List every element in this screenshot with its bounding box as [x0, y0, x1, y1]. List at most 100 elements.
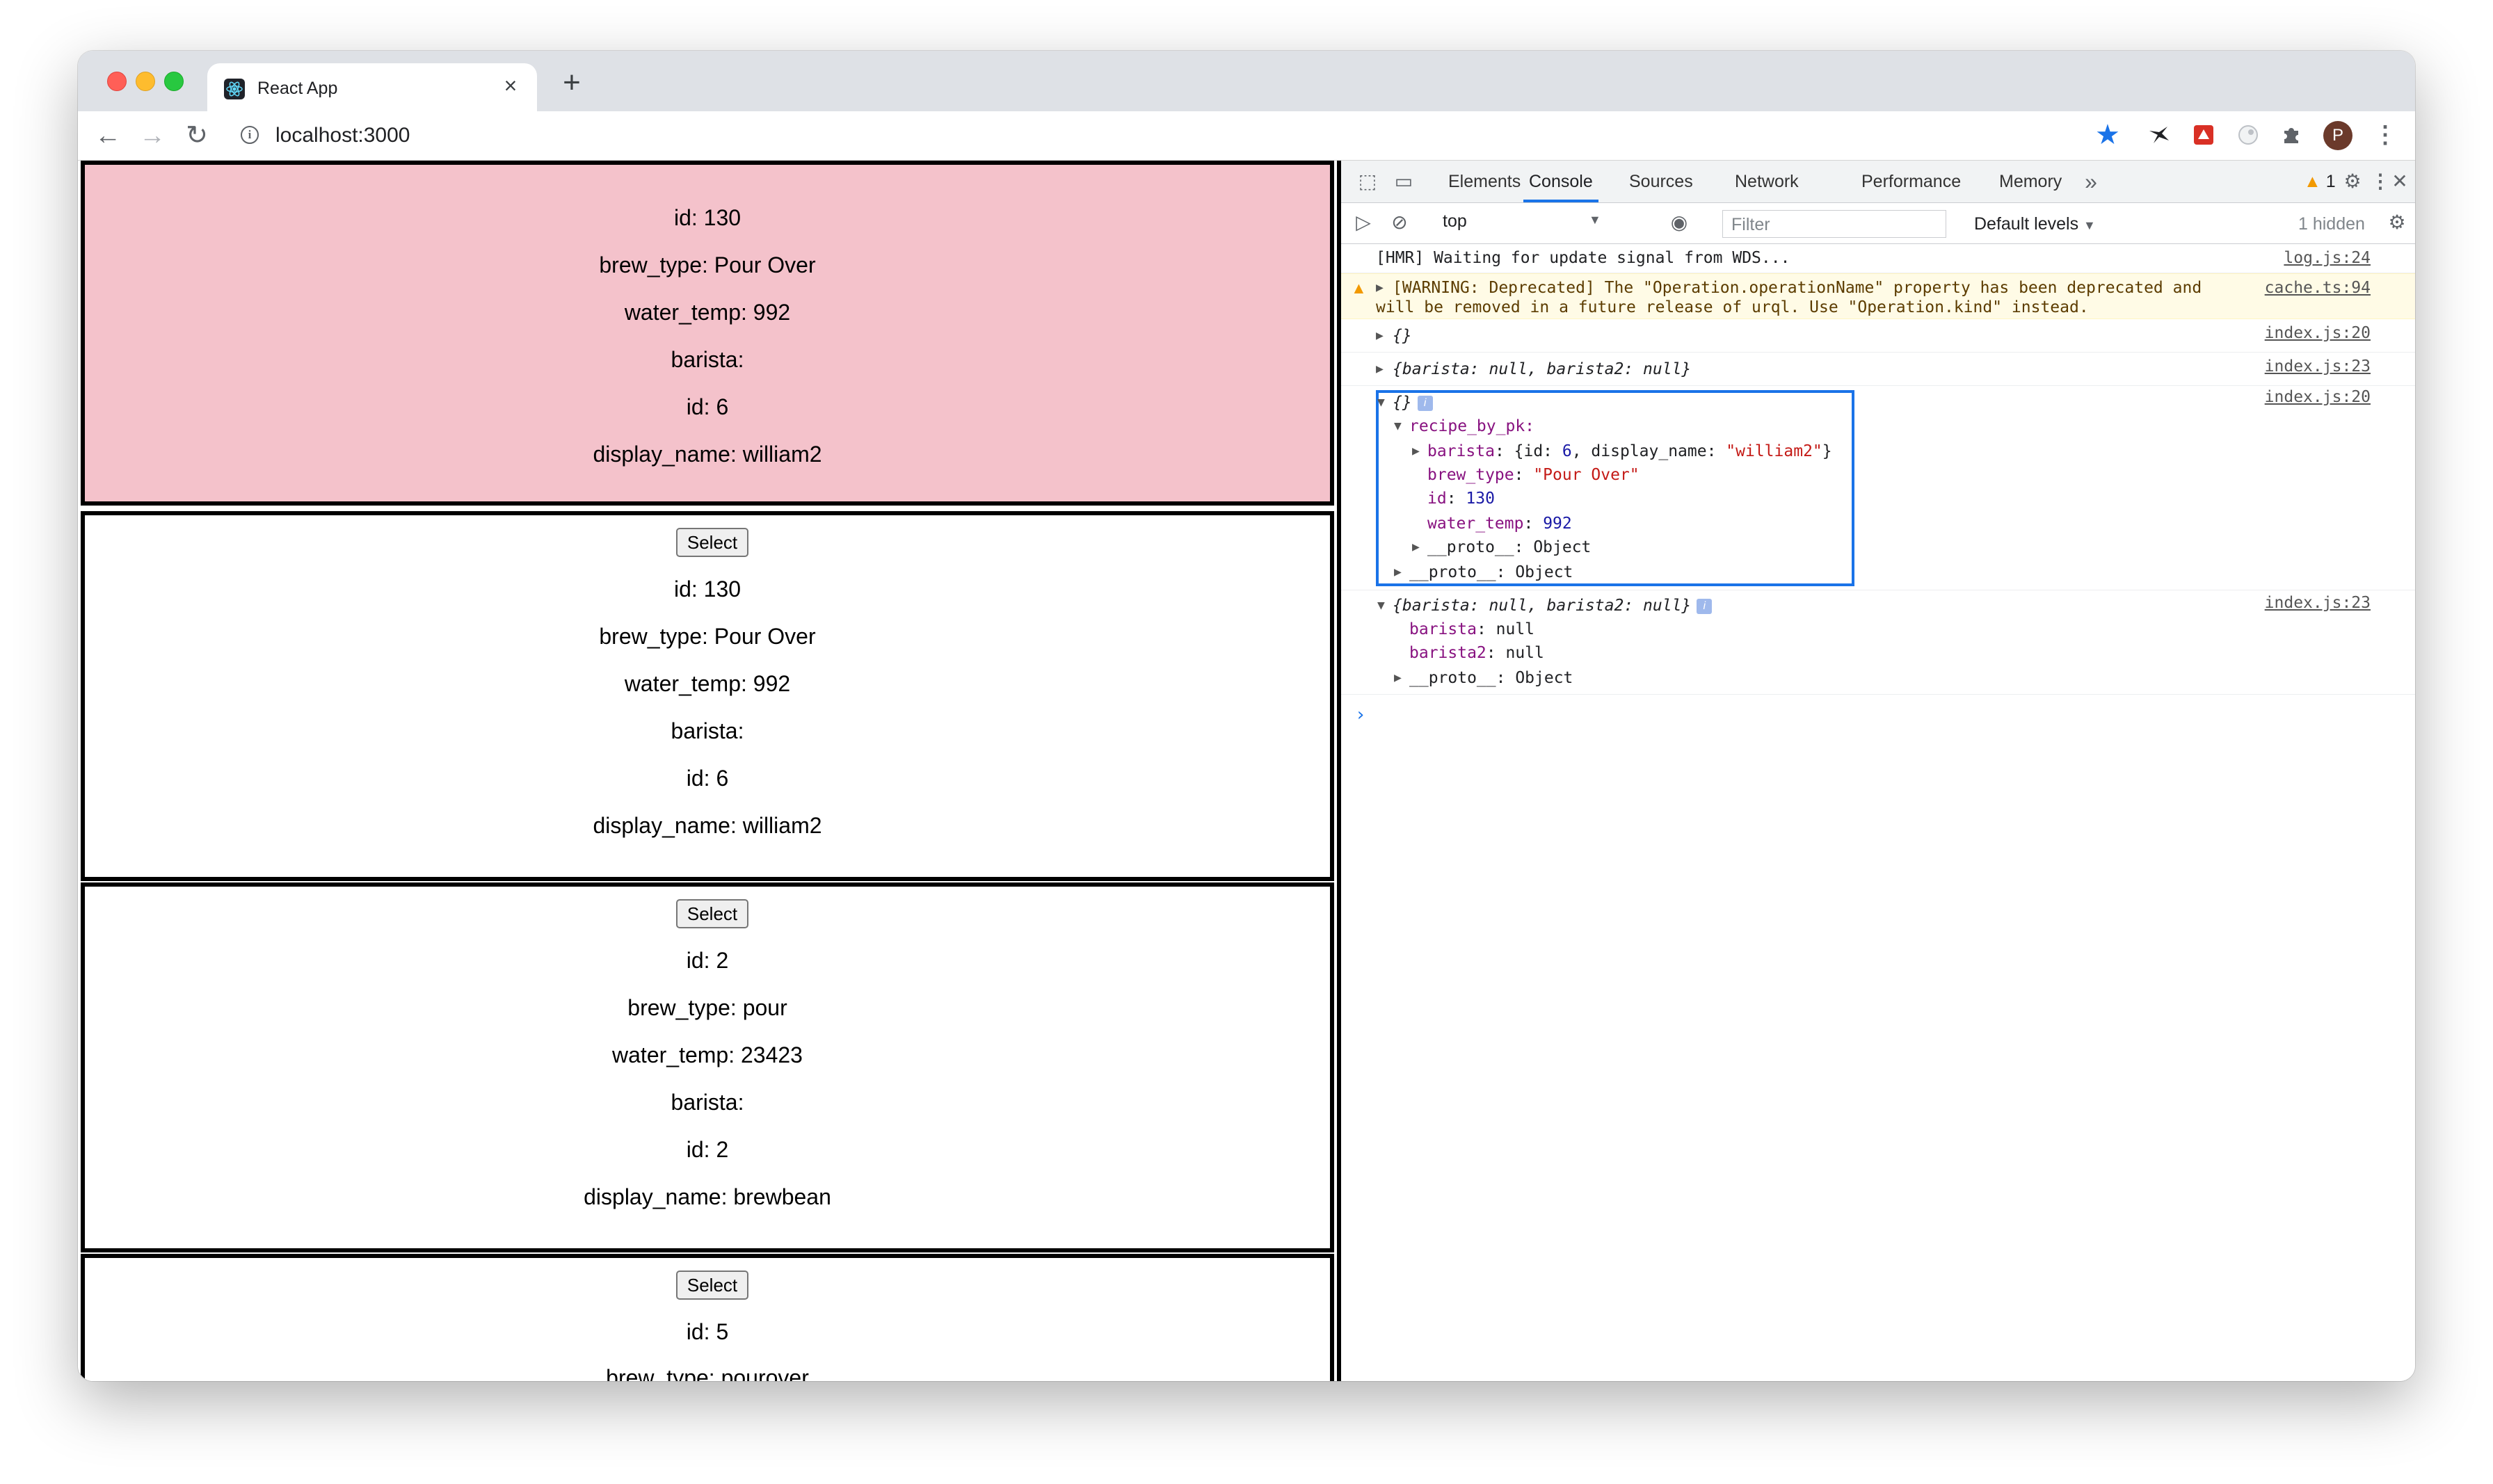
property-barista: barista: {id: 6, display_name: "william2… — [1427, 442, 1832, 460]
barista-id: id: 2 — [686, 1137, 729, 1162]
clear-console-icon[interactable]: ⊘ — [1391, 211, 1408, 233]
warning-text: will be removed in a future release of u… — [1376, 298, 2089, 316]
console-warning: ▲ ▶ [WARNING: Deprecated] The "Operation… — [1341, 273, 2415, 319]
expand-triangle-icon[interactable]: ▶ — [1394, 565, 1402, 579]
tab-sources[interactable]: Sources — [1629, 172, 1693, 191]
tab-title: React App — [257, 79, 338, 98]
expand-triangle-icon[interactable]: ▶ — [1376, 328, 1384, 343]
react-app-page: id: 130 brew_type: Pour Over water_temp:… — [78, 161, 1337, 1381]
expand-triangle-icon[interactable]: ▶ — [1376, 280, 1384, 295]
profile-avatar[interactable]: P — [2323, 121, 2352, 150]
close-window-button[interactable] — [107, 72, 127, 91]
forward-arrow-icon[interactable]: → — [139, 121, 166, 150]
recipe-card-selected[interactable]: id: 130 brew_type: Pour Over water_temp:… — [81, 161, 1334, 506]
puzzle-extensions-icon[interactable] — [2280, 124, 2302, 146]
recipe-card: Select id: 2 brew_type: pour water_temp:… — [81, 882, 1334, 1252]
info-icon: i — [1697, 598, 1713, 614]
devtools-menu-icon[interactable]: ⋮ — [2371, 170, 2390, 192]
browser-menu-icon[interactable]: ⋮ — [2373, 122, 2397, 148]
expand-triangle-icon[interactable]: ▶ — [1412, 444, 1420, 458]
tab-memory[interactable]: Memory — [1999, 172, 2062, 191]
browser-window: React App × + ← → ↻ i localhost:3000 ★ P… — [78, 51, 2415, 1381]
property-water-temp: water_temp: 992 — [1427, 515, 1572, 533]
collapse-triangle-icon[interactable]: ▼ — [1377, 598, 1385, 613]
settings-gear-icon[interactable]: ⚙ — [2343, 170, 2362, 192]
source-link[interactable]: index.js:23 — [2264, 594, 2371, 612]
console-message: ▶ {barista: null, barista2: null} index.… — [1341, 353, 2415, 386]
site-info-icon[interactable]: i — [241, 126, 259, 144]
collapse-triangle-icon[interactable]: ▼ — [1377, 395, 1385, 410]
recipe-brew-type: brew_type: pourover — [606, 1365, 809, 1381]
new-tab-button[interactable]: + — [563, 65, 581, 99]
tab-elements[interactable]: Elements — [1448, 172, 1521, 191]
tab-network[interactable]: Network — [1735, 172, 1799, 191]
recipe-barista-label: barista: — [671, 718, 744, 743]
context-selector[interactable]: top ▼ — [1443, 203, 1607, 243]
grey-extension-icon[interactable] — [2237, 124, 2259, 146]
expand-triangle-icon[interactable]: ▶ — [1412, 540, 1420, 554]
recipe-card: Select id: 5 brew_type: pourover — [81, 1254, 1334, 1381]
source-link[interactable]: cache.ts:94 — [2264, 279, 2371, 297]
object-preview[interactable]: {barista: null, barista2: null} — [1393, 360, 1692, 378]
source-link[interactable]: index.js:20 — [2264, 388, 2371, 406]
warning-count: 1 — [2325, 172, 2336, 191]
browser-tab-react-app[interactable]: React App × — [207, 63, 537, 111]
select-button[interactable]: Select — [676, 899, 748, 928]
console-filter-input[interactable]: Filter — [1722, 210, 1946, 238]
log-levels-dropdown[interactable]: Default levels ▼ — [1974, 210, 2096, 239]
expand-triangle-icon[interactable]: ▶ — [1376, 362, 1384, 376]
console-settings-gear-icon[interactable]: ⚙ — [2388, 211, 2406, 233]
recipe-id: id: 130 — [673, 205, 742, 230]
device-toolbar-icon[interactable]: ▭ — [1394, 170, 1413, 192]
title-bar: React App × + — [78, 51, 2415, 111]
react-icon — [224, 79, 245, 99]
barista-display-name: display_name: brewbean — [584, 1184, 831, 1209]
reload-icon[interactable]: ↻ — [186, 121, 208, 150]
warning-triangle-icon: ▲ — [1351, 279, 1367, 297]
red-extension-icon[interactable] — [2193, 124, 2215, 146]
barista-display-name: display_name: william2 — [593, 813, 822, 838]
devtools-divider[interactable] — [1337, 161, 1341, 1381]
warnings-badge[interactable]: ▲ 1 — [2304, 161, 2336, 202]
recipe-brew-type: brew_type: Pour Over — [599, 624, 816, 649]
live-expression-eye-icon[interactable]: ◉ — [1670, 211, 1688, 233]
warning-triangle-icon: ▲ — [2304, 172, 2321, 191]
console-message: [HMR] Waiting for update signal from WDS… — [1341, 244, 2415, 273]
tab-console[interactable]: Console — [1523, 161, 1598, 202]
console-prompt[interactable]: › — [1355, 704, 1366, 725]
chevron-down-icon: ▼ — [1589, 213, 1601, 227]
tab-close-icon[interactable]: × — [504, 73, 518, 98]
console-filter-bar: ▷ ⊘ top ▼ ◉ Filter Default levels ▼ 1 hi… — [1341, 203, 2415, 244]
more-tabs-icon[interactable]: » — [2085, 169, 2097, 194]
bookmark-star-icon[interactable]: ★ — [2095, 120, 2120, 150]
recipe-id: id: 2 — [686, 948, 729, 973]
property-id: id: 130 — [1427, 490, 1495, 508]
source-link[interactable]: log.js:24 — [2284, 249, 2371, 267]
recipe-id: id: 130 — [673, 576, 742, 602]
url-text[interactable]: localhost:3000 — [275, 124, 410, 147]
object-preview[interactable]: {}i — [1393, 393, 1433, 412]
recipe-brew-type: brew_type: Pour Over — [599, 252, 816, 277]
object-preview[interactable]: {} — [1393, 327, 1412, 345]
console-sidebar-icon[interactable]: ▷ — [1356, 211, 1371, 233]
select-button[interactable]: Select — [676, 528, 748, 557]
recipe-brew-type: brew_type: pour — [627, 995, 787, 1020]
expand-triangle-icon[interactable]: ▶ — [1394, 670, 1402, 685]
select-button[interactable]: Select — [676, 1271, 748, 1300]
tab-performance[interactable]: Performance — [1861, 172, 1962, 191]
address-bar[interactable]: i localhost:3000 — [231, 117, 2206, 154]
minimize-window-button[interactable] — [136, 72, 155, 91]
object-preview[interactable]: {barista: null, barista2: null}i — [1393, 596, 1713, 615]
source-link[interactable]: index.js:20 — [2264, 324, 2371, 342]
source-link[interactable]: index.js:23 — [2264, 357, 2371, 376]
inspect-element-icon[interactable]: ⬚ — [1358, 170, 1377, 192]
close-devtools-icon[interactable]: ✕ — [2391, 170, 2408, 192]
recipe-card: Select id: 130 brew_type: Pour Over wate… — [81, 511, 1334, 881]
back-arrow-icon[interactable]: ← — [95, 121, 121, 150]
zoom-window-button[interactable] — [164, 72, 184, 91]
collapse-triangle-icon[interactable]: ▼ — [1394, 419, 1402, 433]
property-barista2: barista2: null — [1409, 644, 1544, 662]
devtools-panel: ⬚ ▭ Elements Console Sources Performance… — [1341, 161, 2415, 1381]
bird-extension-icon[interactable] — [2148, 124, 2170, 146]
property-key: recipe_by_pk: — [1409, 417, 1535, 435]
